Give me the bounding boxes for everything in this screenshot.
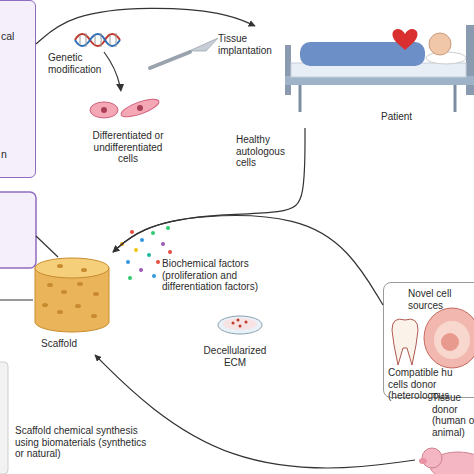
pore [57, 310, 63, 314]
ecm-dot [232, 322, 235, 325]
factor-dot [120, 242, 124, 246]
factor-dot [134, 248, 138, 252]
step-label: Differentiated or undifferentiated cells [88, 130, 168, 165]
edge-label: Tissue implantation [218, 33, 288, 56]
note-text: Scaffold chemical synthesis using biomat… [15, 425, 147, 460]
bed-footboard [285, 45, 291, 95]
pore [77, 282, 83, 286]
factor-dot [147, 253, 151, 257]
node-label: Patient [381, 111, 441, 123]
factor-dot [151, 231, 155, 235]
flow-line [0, 299, 33, 300]
dna-strand [75, 34, 120, 46]
cell-shape [119, 96, 161, 121]
heart-icon [392, 29, 417, 50]
factor-dot [168, 250, 172, 254]
pore [81, 268, 87, 272]
ecm-dot [237, 319, 240, 322]
pore [57, 264, 63, 268]
pig-snout [419, 458, 427, 464]
pore [61, 290, 67, 294]
step-label: Biochemical factors (proliferation and d… [162, 258, 277, 293]
cell-shape [90, 102, 118, 118]
edge-label: Healthy autologous cells [236, 134, 294, 169]
dna-strand [75, 34, 120, 46]
flow-arrow [95, 355, 415, 468]
ecm-dots [232, 319, 248, 328]
side-panel [0, 192, 36, 268]
step-label: Decellularized ECM [200, 345, 270, 368]
arrow-head [116, 84, 124, 92]
node-label: Scaffold [41, 338, 101, 350]
factor-dot [161, 242, 165, 246]
fetus-icon [441, 333, 459, 351]
scalpel-handle [150, 52, 190, 68]
factor-dot [152, 274, 156, 278]
amniotic-sac [434, 321, 470, 359]
node-label: cal [1, 31, 41, 43]
tissue-donor-node: Tissue donor (human o animal) [415, 392, 474, 474]
pig-head [422, 448, 442, 468]
patient-node: Patient [255, 0, 474, 128]
flow-arrow [113, 128, 305, 252]
pore [93, 292, 99, 296]
cell-nucleus [101, 107, 107, 113]
factor-dot [126, 260, 130, 264]
pore [47, 283, 53, 287]
node-caption: n [1, 149, 41, 161]
factor-dot [130, 230, 134, 234]
factor-dot [140, 238, 144, 242]
flow-arrow [104, 52, 120, 86]
scaffold-pores [42, 264, 99, 318]
factor-dot [128, 276, 132, 280]
pore [42, 303, 48, 307]
tooth-icon [392, 319, 418, 365]
side-panel [0, 362, 8, 474]
dish-content [223, 318, 257, 330]
cell-source-box: Novel cell sourcesCompatible hu cells do… [383, 282, 474, 398]
ecm-dot [239, 325, 242, 328]
cell-nucleus [137, 105, 143, 111]
node-label: Novel cell sources [408, 288, 470, 311]
patient-head [429, 33, 451, 55]
scaffold-node: Scaffold [33, 250, 113, 355]
ecm-dot [245, 321, 248, 324]
flow-arrow [113, 216, 383, 305]
scalpel-blade [189, 38, 218, 51]
flow-line [36, 236, 58, 257]
factor-dot [139, 268, 143, 272]
pore [75, 304, 81, 308]
process-panel: caln [0, 0, 36, 178]
factor-dot [166, 226, 170, 230]
pore [91, 314, 97, 318]
petri-dish [218, 316, 262, 334]
scaffold-top [35, 258, 109, 278]
bed-leg [300, 85, 455, 112]
uterus-icon [424, 308, 474, 368]
dna-rung [80, 33, 116, 47]
node-label: Tissue donor (human o animal) [432, 392, 474, 438]
factor-dot [156, 260, 160, 264]
step-label: Genetic modification [48, 52, 112, 75]
